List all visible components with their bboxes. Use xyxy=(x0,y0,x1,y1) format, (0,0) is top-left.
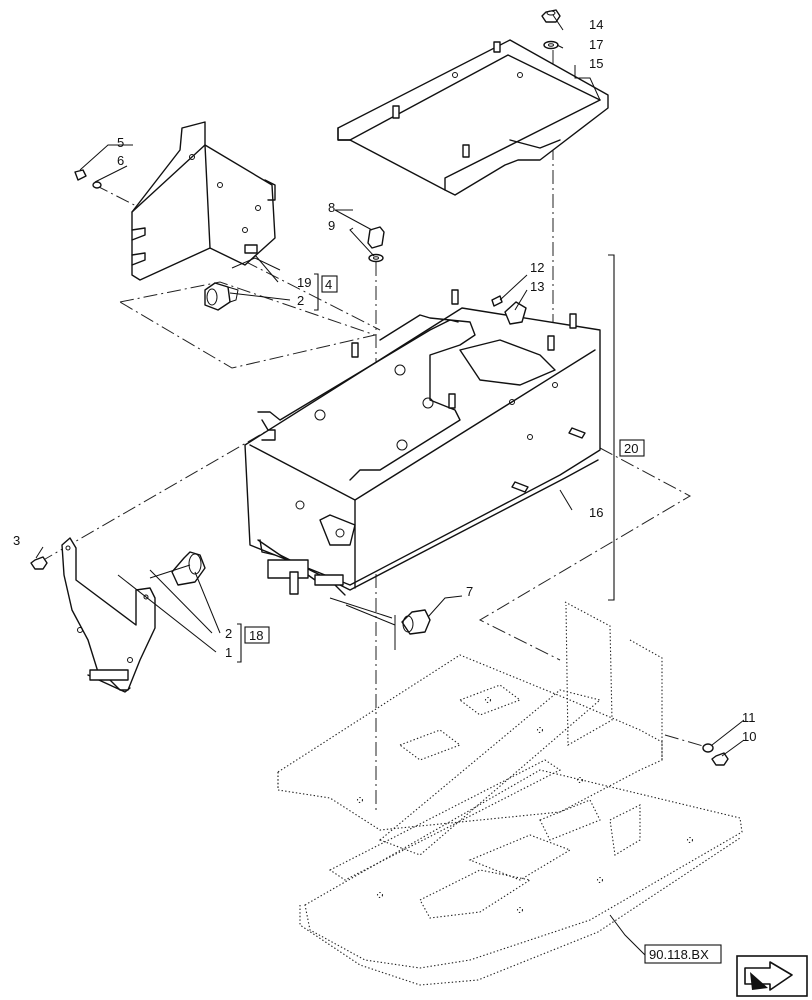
callout-13: 13 xyxy=(530,279,544,294)
callout-1: 1 xyxy=(225,645,232,660)
rubber-bumper-bottom xyxy=(171,551,206,586)
terminal-cap-13 xyxy=(504,301,527,325)
boxed-callout-20: 20 xyxy=(619,439,645,457)
nut-3 xyxy=(30,556,48,570)
screw-5 xyxy=(74,169,87,181)
next-page-arrow-icon[interactable] xyxy=(736,955,808,997)
callout-17: 17 xyxy=(589,37,603,52)
svg-text:4: 4 xyxy=(325,277,332,292)
callout-2-bottom: 2 xyxy=(225,626,232,641)
callout-labels: 5 6 8 9 14 17 15 12 13 19 2 16 3 7 2 1 1… xyxy=(13,17,756,744)
washer-17 xyxy=(543,40,559,50)
callout-3: 3 xyxy=(13,533,20,548)
boxed-callout-18: 18 xyxy=(244,626,270,644)
callout-12: 12 xyxy=(530,260,544,275)
callout-9: 9 xyxy=(328,218,335,233)
group-brackets xyxy=(237,254,615,663)
callout-10: 10 xyxy=(742,729,756,744)
reference-label-box[interactable]: 90.118.BX xyxy=(644,944,722,964)
callout-14: 14 xyxy=(589,17,603,32)
hold-down-bracket xyxy=(61,537,156,693)
boxed-callout-4: 4 xyxy=(321,275,338,293)
nut-14 xyxy=(541,9,561,23)
washer-6 xyxy=(92,181,102,189)
rubber-bumper-top xyxy=(204,282,239,311)
callout-7: 7 xyxy=(466,584,473,599)
battery-box xyxy=(244,289,601,596)
callout-16: 16 xyxy=(589,505,603,520)
washer-11 xyxy=(702,743,714,753)
nut-10 xyxy=(711,752,729,766)
base-frame-reference xyxy=(277,601,743,986)
callout-6: 6 xyxy=(117,153,124,168)
callout-2-top: 2 xyxy=(297,293,304,308)
callout-19: 19 xyxy=(297,275,311,290)
svg-text:20: 20 xyxy=(624,441,638,456)
plug-7 xyxy=(401,609,431,635)
washer-9 xyxy=(368,253,384,263)
callout-5: 5 xyxy=(117,135,124,150)
svg-text:18: 18 xyxy=(249,628,263,643)
reference-label: 90.118.BX xyxy=(649,947,709,962)
callout-8: 8 xyxy=(328,200,335,215)
callout-15: 15 xyxy=(589,56,603,71)
alignment-lines xyxy=(39,50,711,810)
leader-lines xyxy=(35,14,745,956)
bolt-12 xyxy=(491,295,503,307)
callout-11: 11 xyxy=(742,710,756,725)
top-mounting-plate xyxy=(337,39,609,196)
side-cover-bracket xyxy=(131,121,276,281)
bolt-8 xyxy=(367,226,385,249)
